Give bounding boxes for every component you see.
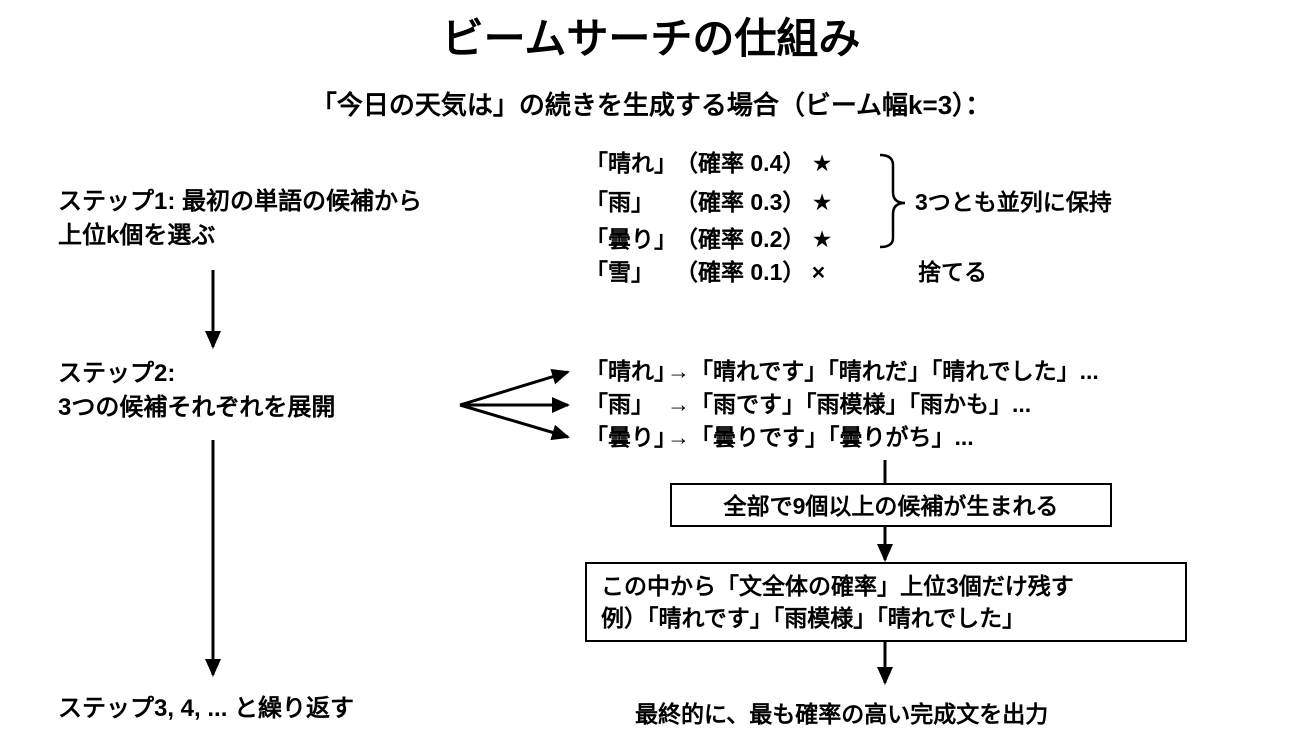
step2-label: ステップ2: 3つの候補それぞれを展開 — [58, 357, 335, 425]
candidate-word: 「雪」 — [585, 259, 654, 285]
expansion-from: 「雨」 — [585, 391, 654, 417]
discard-label: 捨てる — [918, 259, 987, 285]
candidate-prob: （確率 0.2） — [675, 226, 806, 252]
page-title: ビームサーチの仕組み — [441, 15, 861, 62]
keep-label: 3つとも並列に保持 — [915, 189, 1112, 215]
star-icon: ★ — [811, 189, 833, 215]
expansion-row: 「晴れ」→「晴れです」「晴れだ」「晴れでした」... — [585, 360, 1099, 383]
expansion-row: 「雨」 →「雨です」「雨模様」「雨かも」... — [585, 393, 1031, 416]
box1-text: 全部で9個以上の候補が生まれる — [723, 493, 1059, 519]
branch-arrow-1 — [459, 369, 570, 407]
final-output-text: 最終的に、最も確率の高い完成文を出力 — [635, 701, 1049, 727]
brace — [879, 153, 906, 249]
candidate-word: 「晴れ」 — [585, 150, 677, 176]
step2-line1: ステップ2: — [58, 360, 176, 387]
star-icon: ★ — [811, 226, 833, 252]
expansion-row: 「曇り」→「曇りです」「曇りがち」... — [585, 426, 974, 449]
candidates-count-box: 全部で9個以上の候補が生まれる — [670, 483, 1112, 527]
expansion-from: 「曇り」 — [585, 424, 677, 450]
step2-line2: 3つの候補それぞれを展開 — [58, 394, 336, 421]
candidate-word: 「曇り」 — [585, 226, 677, 252]
candidate-row: 「雪」 （確率 0.1） × — [585, 261, 825, 284]
subtitle: 「今日の天気は」の続きを生成する場合（ビーム幅k=3）： — [310, 90, 992, 120]
candidate-row: 「晴れ」（確率 0.4） ★ — [585, 152, 832, 175]
expansion-to: →「曇りです」「曇りがち」... — [667, 424, 974, 450]
step1-label: ステップ1: 最初の単語の候補から 上位k個を選ぶ — [58, 185, 422, 253]
step3-label: ステップ3, 4, ... と繰り返す — [58, 695, 355, 722]
candidate-prob: （確率 0.1） — [675, 259, 806, 285]
box2-line1: この中から「文全体の確率」上位3個だけ残す — [601, 573, 1074, 599]
expansion-from: 「晴れ」 — [585, 358, 677, 384]
candidate-prob: （確率 0.3） — [675, 189, 806, 215]
step1-line1: ステップ1: 最初の単語の候補から — [58, 188, 423, 215]
candidate-row: 「曇り」（確率 0.2） ★ — [585, 228, 832, 251]
candidate-word: 「雨」 — [585, 189, 654, 215]
candidate-row: 「雨」 （確率 0.3） ★ — [585, 191, 832, 214]
expansion-to: →「雨です」「雨模様」「雨かも」... — [667, 391, 1032, 417]
cross-icon: × — [811, 259, 826, 285]
box2-line2: 例）「晴れです」「雨模様」「晴れでした」 — [601, 605, 1026, 631]
step1-line2: 上位k個を選ぶ — [58, 222, 216, 249]
candidate-prob: （確率 0.4） — [675, 150, 806, 176]
expansion-to: →「晴れです」「晴れだ」「晴れでした」... — [667, 358, 1099, 384]
branch-arrow-3 — [459, 403, 570, 441]
selection-box: この中から「文全体の確率」上位3個だけ残す 例）「晴れです」「雨模様」「晴れでし… — [585, 562, 1187, 642]
star-icon: ★ — [811, 150, 833, 176]
